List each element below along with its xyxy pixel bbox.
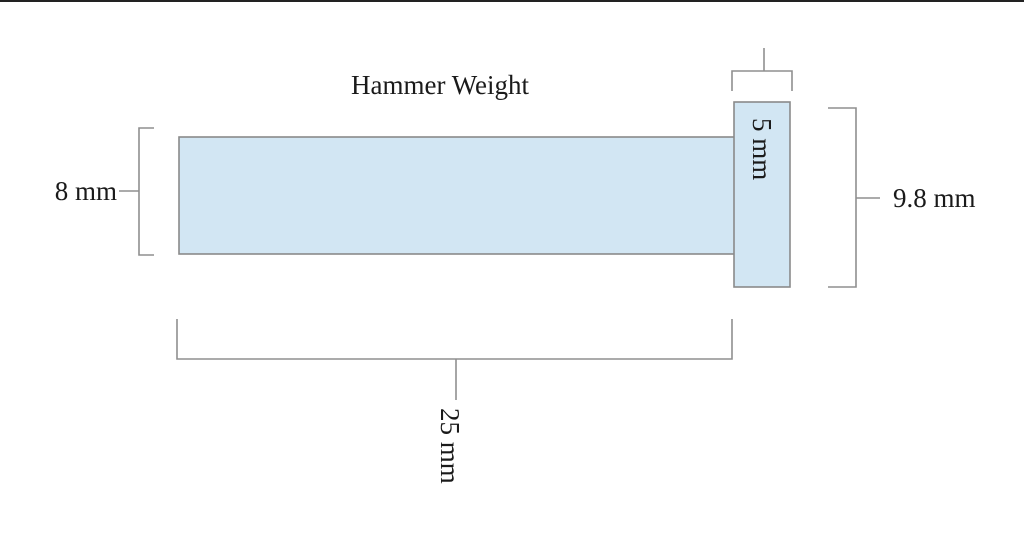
- diagram-title: Hammer Weight: [351, 70, 530, 100]
- right-height-label: 9.8 mm: [893, 183, 976, 213]
- hammer-shaft: [178, 136, 736, 255]
- left-height-bracket: [138, 127, 154, 256]
- left-height-label: 8 mm: [55, 176, 117, 206]
- bottom-length-label: 25 mm: [435, 408, 465, 484]
- hammer-head: [733, 101, 791, 288]
- head-width-label: 5 mm: [747, 118, 777, 180]
- bottom-length-bracket: [176, 319, 733, 360]
- top-width-bracket: [731, 70, 793, 91]
- right-height-bracket: [828, 107, 857, 288]
